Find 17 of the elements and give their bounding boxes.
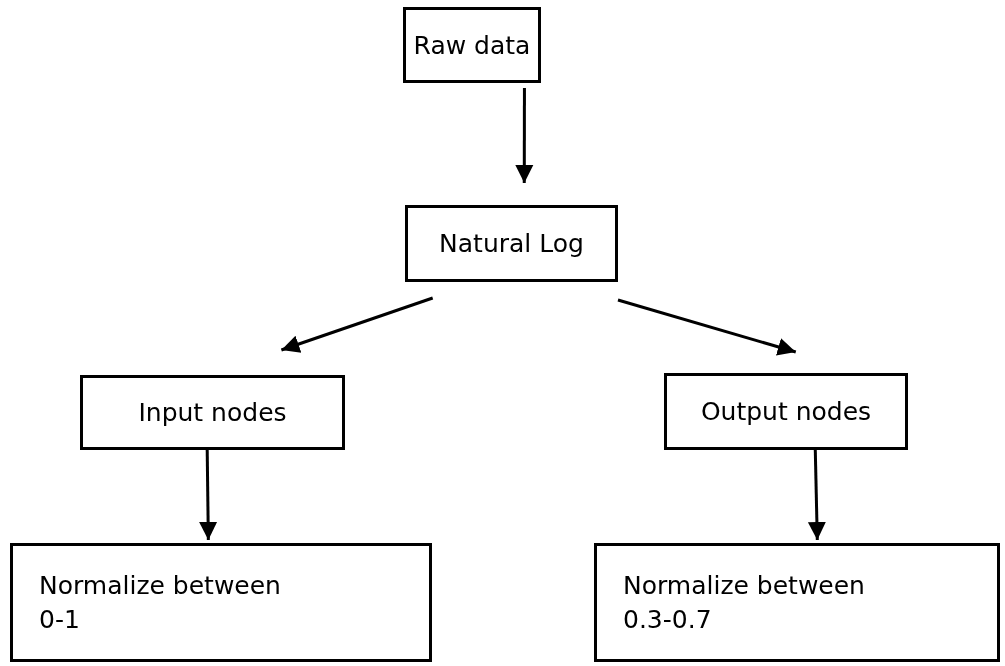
- process-box: [405, 205, 618, 282]
- box-label: Normalize between 0.3-0.7: [623, 569, 866, 636]
- box-label: Natural Log: [439, 229, 584, 258]
- process-box: [10, 543, 432, 662]
- arrow: [807, 449, 826, 541]
- process-box: [594, 543, 1000, 662]
- box-label: Output nodes: [700, 397, 872, 426]
- process-box: [664, 373, 908, 450]
- arrow: [515, 88, 534, 183]
- arrow: [617, 298, 797, 356]
- process-box: [403, 7, 541, 83]
- arrow: [199, 449, 218, 541]
- process-box: [80, 375, 345, 450]
- box-label: Raw data: [413, 30, 531, 60]
- arrow: [280, 296, 434, 353]
- box-label: Normalize between 0-1: [39, 569, 282, 636]
- box-label: Input nodes: [138, 398, 287, 427]
